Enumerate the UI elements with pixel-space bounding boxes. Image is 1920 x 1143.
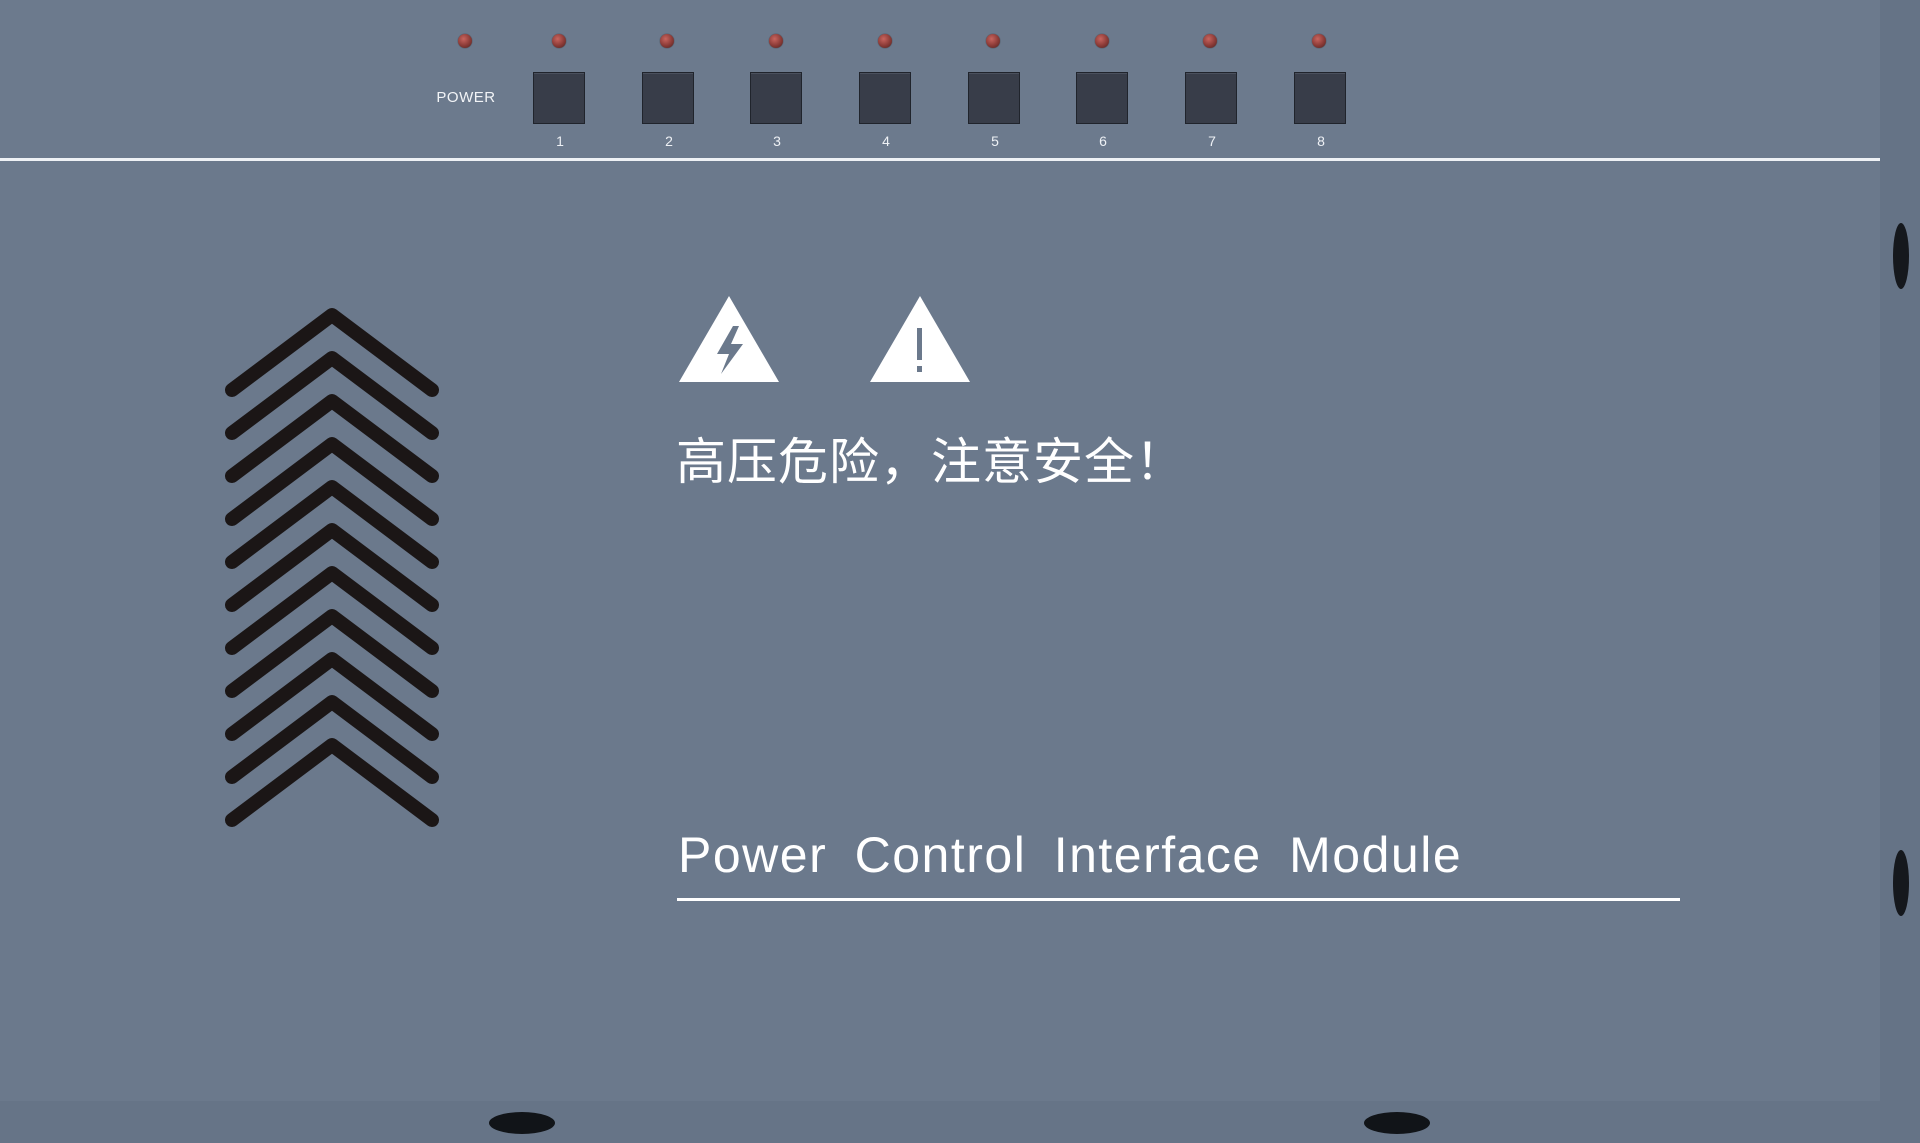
channel-2-button[interactable]: [642, 72, 694, 124]
channel-5-button[interactable]: [968, 72, 1020, 124]
vent-chevron: [225, 308, 439, 397]
channel-7-led: [1203, 34, 1217, 48]
side-edge: [1880, 0, 1920, 1143]
channel-5-led: [986, 34, 1000, 48]
vent-chevron: [225, 394, 439, 483]
channel-4-button[interactable]: [859, 72, 911, 124]
channel-8-led: [1312, 34, 1326, 48]
vent-chevron: [225, 652, 439, 741]
vent-chevron: [225, 695, 439, 784]
channel-6-led: [1095, 34, 1109, 48]
mounting-slot: [1893, 850, 1909, 916]
vent-chevron: [225, 566, 439, 655]
rubber-foot: [1364, 1112, 1430, 1134]
channel-4-led: [878, 34, 892, 48]
vent-chevron: [225, 351, 439, 440]
power-label: POWER: [436, 89, 496, 106]
module-title: Power Control Interface Module: [678, 827, 1463, 883]
title-underline: [677, 898, 1680, 901]
channel-8-button[interactable]: [1294, 72, 1346, 124]
high-voltage-icon: [679, 296, 779, 382]
channel-3-number: 3: [773, 133, 781, 149]
channel-8-number: 8: [1317, 133, 1325, 149]
warning-text: 高压危险，注意安全！: [676, 433, 1186, 491]
vent-chevron: [225, 523, 439, 612]
caution-icon: [870, 296, 970, 382]
mounting-slot: [1893, 223, 1909, 289]
channel-7-number: 7: [1208, 133, 1216, 149]
rubber-foot: [489, 1112, 555, 1134]
control-panel-strip: [0, 0, 1880, 158]
panel-divider: [0, 158, 1880, 161]
bottom-edge: [0, 1101, 1920, 1143]
vent-chevron: [225, 480, 439, 569]
channel-1-led: [552, 34, 566, 48]
vent-chevron: [225, 738, 439, 827]
channel-5-number: 5: [991, 133, 999, 149]
vent-chevron: [225, 437, 439, 526]
vent-chevron: [225, 609, 439, 698]
channel-3-led: [769, 34, 783, 48]
channel-3-button[interactable]: [750, 72, 802, 124]
channel-2-number: 2: [665, 133, 673, 149]
channel-1-button[interactable]: [533, 72, 585, 124]
channel-2-led: [660, 34, 674, 48]
channel-7-button[interactable]: [1185, 72, 1237, 124]
channel-4-number: 4: [882, 133, 890, 149]
channel-6-button[interactable]: [1076, 72, 1128, 124]
channel-6-number: 6: [1099, 133, 1107, 149]
power-led: [458, 34, 472, 48]
channel-1-number: 1: [556, 133, 564, 149]
